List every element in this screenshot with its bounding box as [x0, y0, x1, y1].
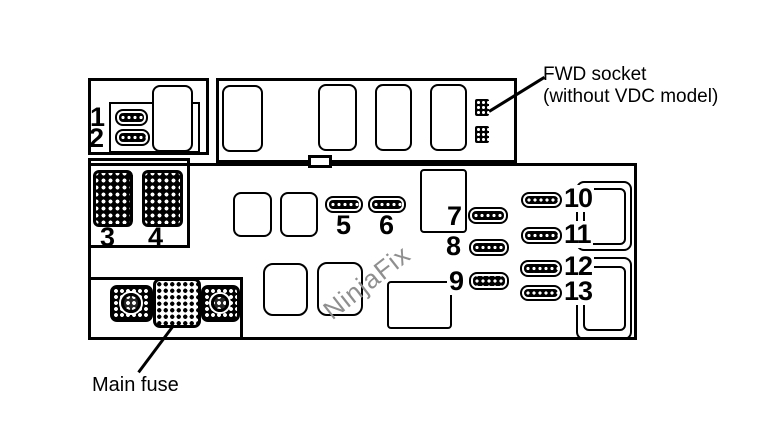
relay-slot-m4	[317, 262, 363, 316]
fuse-1	[115, 109, 148, 126]
relay-slot-upper-left	[152, 85, 193, 152]
fwd-socket-pin-upper	[475, 99, 489, 116]
fuse-number-8: 8	[446, 231, 461, 261]
fuse-13	[520, 285, 562, 301]
main-fuse-callout-label: Main fuse	[92, 374, 179, 396]
fuse-2	[115, 129, 150, 146]
fuse-5	[325, 196, 363, 213]
fwd-callout-label: FWD socket (without VDC model)	[543, 64, 718, 108]
fuse-6	[368, 196, 406, 213]
fuse-9	[469, 272, 509, 290]
socket-upper-inner	[583, 188, 626, 245]
main-fuse-body	[153, 278, 201, 328]
fuse-number-11: 11	[562, 219, 593, 249]
socket-upper-outer	[576, 181, 632, 251]
upper-right-compartment	[216, 78, 517, 163]
fuse-number-1: 1	[90, 102, 105, 132]
fuse-11	[521, 227, 562, 244]
fuse-4	[142, 170, 183, 227]
slot-7-box	[420, 169, 467, 233]
fuse-10	[521, 192, 562, 208]
fwd-socket-pin-lower	[475, 126, 489, 143]
main-fuse-terminal-right	[211, 294, 229, 312]
fuse-number-7: 7	[447, 201, 462, 231]
fwd-callout-line2: (without VDC model)	[543, 86, 719, 107]
relay-slot-m2	[280, 192, 318, 237]
fuse-number-12: 12	[562, 251, 595, 281]
bottom-slot-box	[387, 281, 452, 329]
relay-slot-d	[430, 84, 467, 151]
fwd-callout-line1: FWD socket	[543, 64, 647, 85]
fuse-number-9: 9	[447, 266, 466, 296]
fuse-3	[93, 170, 133, 227]
fuse-number-5: 5	[336, 210, 351, 240]
fuse-number-3: 3	[100, 222, 115, 252]
main-compartment	[88, 163, 637, 340]
upper-left-compartment	[88, 78, 209, 155]
fuse-8	[469, 239, 509, 256]
compartment-notch	[308, 155, 332, 168]
fuse-12	[520, 260, 562, 277]
relay-slot-m3	[263, 263, 308, 316]
fuse-3-4-compartment	[88, 158, 190, 248]
relay-slot-c	[375, 84, 412, 151]
relay-slot-b	[318, 84, 357, 151]
fuse-number-13: 13	[562, 276, 595, 306]
fuse-number-6: 6	[379, 210, 394, 240]
fuse-number-2: 2	[89, 123, 104, 153]
relay-slot-a	[222, 85, 263, 152]
fuse-number-10: 10	[562, 183, 595, 213]
main-fuse-terminal-left	[121, 293, 141, 313]
relay-slot-m1	[233, 192, 272, 237]
fuse-7	[468, 207, 508, 224]
fuse-number-4: 4	[148, 222, 163, 252]
